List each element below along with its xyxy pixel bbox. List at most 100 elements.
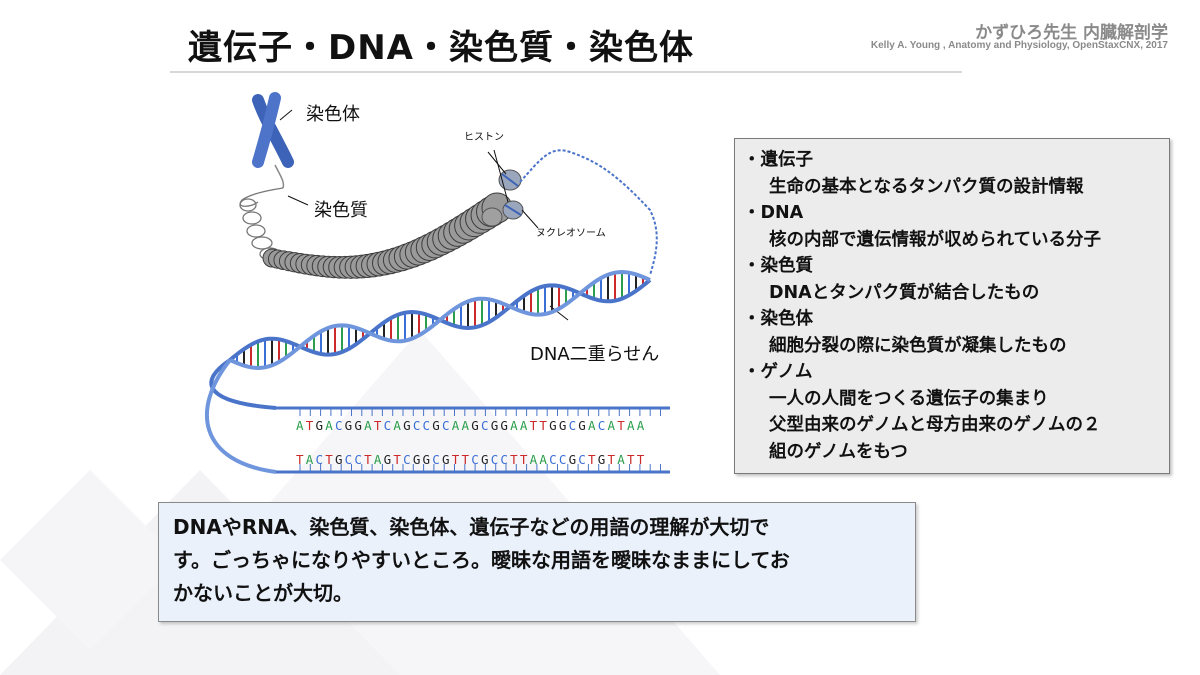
sequence-base: T (607, 452, 618, 467)
sequence-base: A (617, 452, 627, 467)
sequence-base: T (529, 418, 540, 433)
sequence-base: G (568, 452, 579, 467)
sequence-bottom: TACTGCCTAGTCGGCGTTCGCCTTAACCGCTGTATT (296, 452, 646, 467)
sequence-base: C (549, 452, 559, 467)
double-helix-label: DNA二重らせん (530, 344, 660, 365)
sequence-base: A (607, 418, 618, 433)
term-title: ・染色体 (743, 309, 813, 329)
sequence-base: T (305, 418, 316, 433)
sequence-base: T (626, 452, 637, 467)
term-title: ・染色質 (743, 256, 813, 276)
nucleosome-icon (481, 169, 524, 227)
sequence-base: A (373, 452, 384, 467)
sequence-base: A (626, 418, 637, 433)
sequence-base: C (383, 418, 394, 433)
sequence-base: G (344, 418, 355, 433)
sequence-base: C (315, 452, 326, 467)
sequence-base: C (412, 418, 423, 433)
sequence-base: C (480, 418, 491, 433)
sequence-base: C (578, 452, 589, 467)
sequence-base: G (383, 452, 394, 467)
summary-line: かないことが大切。 (173, 581, 353, 605)
nucleosome-label: ヌクレオソーム (536, 228, 606, 239)
sequence-base: G (412, 452, 423, 467)
term-item-genome: ・ゲノム 一人の人間をつくる遺伝子の集まり 父型由来のゲノムと母方由来のゲノムの… (743, 359, 1169, 465)
sequence-base: A (364, 418, 374, 433)
term-item-chromatin: ・染色質 DNAとタンパク質が結合したもの (743, 253, 1169, 306)
sequence-base: G (432, 418, 443, 433)
sequence-base: A (510, 418, 520, 433)
sequence-base: G (490, 418, 501, 433)
sequence-base: A (529, 452, 540, 467)
chromosome-label: 染色体 (306, 104, 360, 125)
sequence-base: G (597, 452, 608, 467)
sequence-base: A (393, 418, 404, 433)
sequence-base: C (471, 452, 481, 467)
term-description: 細胞分裂の際に染色質が凝集したもの (769, 335, 1067, 356)
sequence-base: T (364, 452, 374, 467)
summary-line: す。ごっちゃになりやすいところ。曖昧な用語を曖昧なままにしてお (173, 548, 790, 572)
sequence-base: A (588, 418, 598, 433)
sequence-base: G (315, 418, 326, 433)
term-description: 核の内部で遺伝情報が収められている分子 (769, 229, 1101, 250)
term-description: DNAとタンパク質が結合したもの (769, 282, 1040, 303)
sequence-base: C (432, 452, 443, 467)
sequence-top: ATGACGGATCAGCCGCAAGCGGAATTGGCGACATAA (296, 418, 646, 433)
sequence-base: C (597, 418, 608, 433)
sequence-base: C (354, 452, 365, 467)
sequence-base: G (442, 452, 452, 467)
sequence-base: T (539, 418, 550, 433)
dna-structure-diagram: 染色体 染色質 ヒストン ヌクレオソーム DNA二重らせん ATGACGGATC… (180, 90, 700, 480)
sequence-base: T (519, 452, 530, 467)
double-helix (205, 269, 652, 474)
sequence-base: G (422, 452, 433, 467)
sequence-base: C (558, 452, 569, 467)
sequence-base: T (451, 452, 462, 467)
term-title: ・遺伝子 (743, 150, 813, 170)
sequence-base: A (539, 452, 550, 467)
sequence-base: C (442, 418, 452, 433)
sequence-base: G (403, 418, 413, 433)
sequence-base: G (500, 418, 511, 433)
term-description: 生命の基本となるタンパク質の設計情報 (769, 176, 1084, 197)
sequence-base: C (500, 452, 511, 467)
slide-title: 遺伝子・DNA・染色質・染色体 (188, 28, 694, 68)
chromatin-label: 染色質 (314, 200, 368, 221)
term-title: ・ゲノム (743, 362, 813, 382)
sequence-base: T (510, 452, 520, 467)
sequence-base: A (325, 418, 335, 433)
chromosome-icon (252, 92, 294, 168)
sequence-base: T (461, 452, 472, 467)
histone-label: ヒストン (464, 132, 504, 143)
title-underline (170, 71, 962, 73)
sequence-base: T (325, 452, 335, 467)
dna-illustration (205, 92, 670, 474)
image-credit: Kelly A. Young , Anatomy and Physiology,… (870, 40, 1168, 51)
summary-line: DNAやRNA、染色質、染色体、遺伝子などの用語の理解が大切で (173, 515, 770, 539)
helix-strand (205, 358, 277, 474)
term-item-gene: ・遺伝子 生命の基本となるタンパク質の設計情報 (743, 147, 1169, 200)
sequence-base: C (403, 452, 413, 467)
sequence-base: G (558, 418, 569, 433)
sequence-base: T (636, 452, 647, 467)
sequence-base: G (578, 418, 589, 433)
chromatin-coil (239, 187, 284, 261)
terms-info-box: ・遺伝子 生命の基本となるタンパク質の設計情報 ・DNA 核の内部で遺伝情報が収… (734, 138, 1170, 474)
sequence-base: G (471, 418, 481, 433)
sequence-base: G (480, 452, 491, 467)
sequence-base: G (549, 418, 559, 433)
sequence-base: T (373, 418, 384, 433)
sequence-base: A (305, 452, 316, 467)
term-title: ・DNA (743, 203, 804, 223)
term-description: 父型由来のゲノムと母方由来のゲノムの２ (769, 415, 1101, 435)
sequence-base: C (334, 418, 345, 433)
summary-note-box: DNAやRNA、染色質、染色体、遺伝子などの用語の理解が大切で す。ごっちゃにな… (158, 502, 916, 622)
sequence-base: G (354, 418, 365, 433)
sequence-base: C (344, 452, 355, 467)
author-name: かずひろ先生 内臓解剖学 (975, 23, 1168, 43)
sequence-base: T (617, 418, 627, 433)
sequence-base: A (451, 418, 462, 433)
term-description: 一人の人間をつくる遺伝子の集まり (769, 388, 1049, 409)
sequence-base: A (461, 418, 472, 433)
sequence-base: T (588, 452, 598, 467)
